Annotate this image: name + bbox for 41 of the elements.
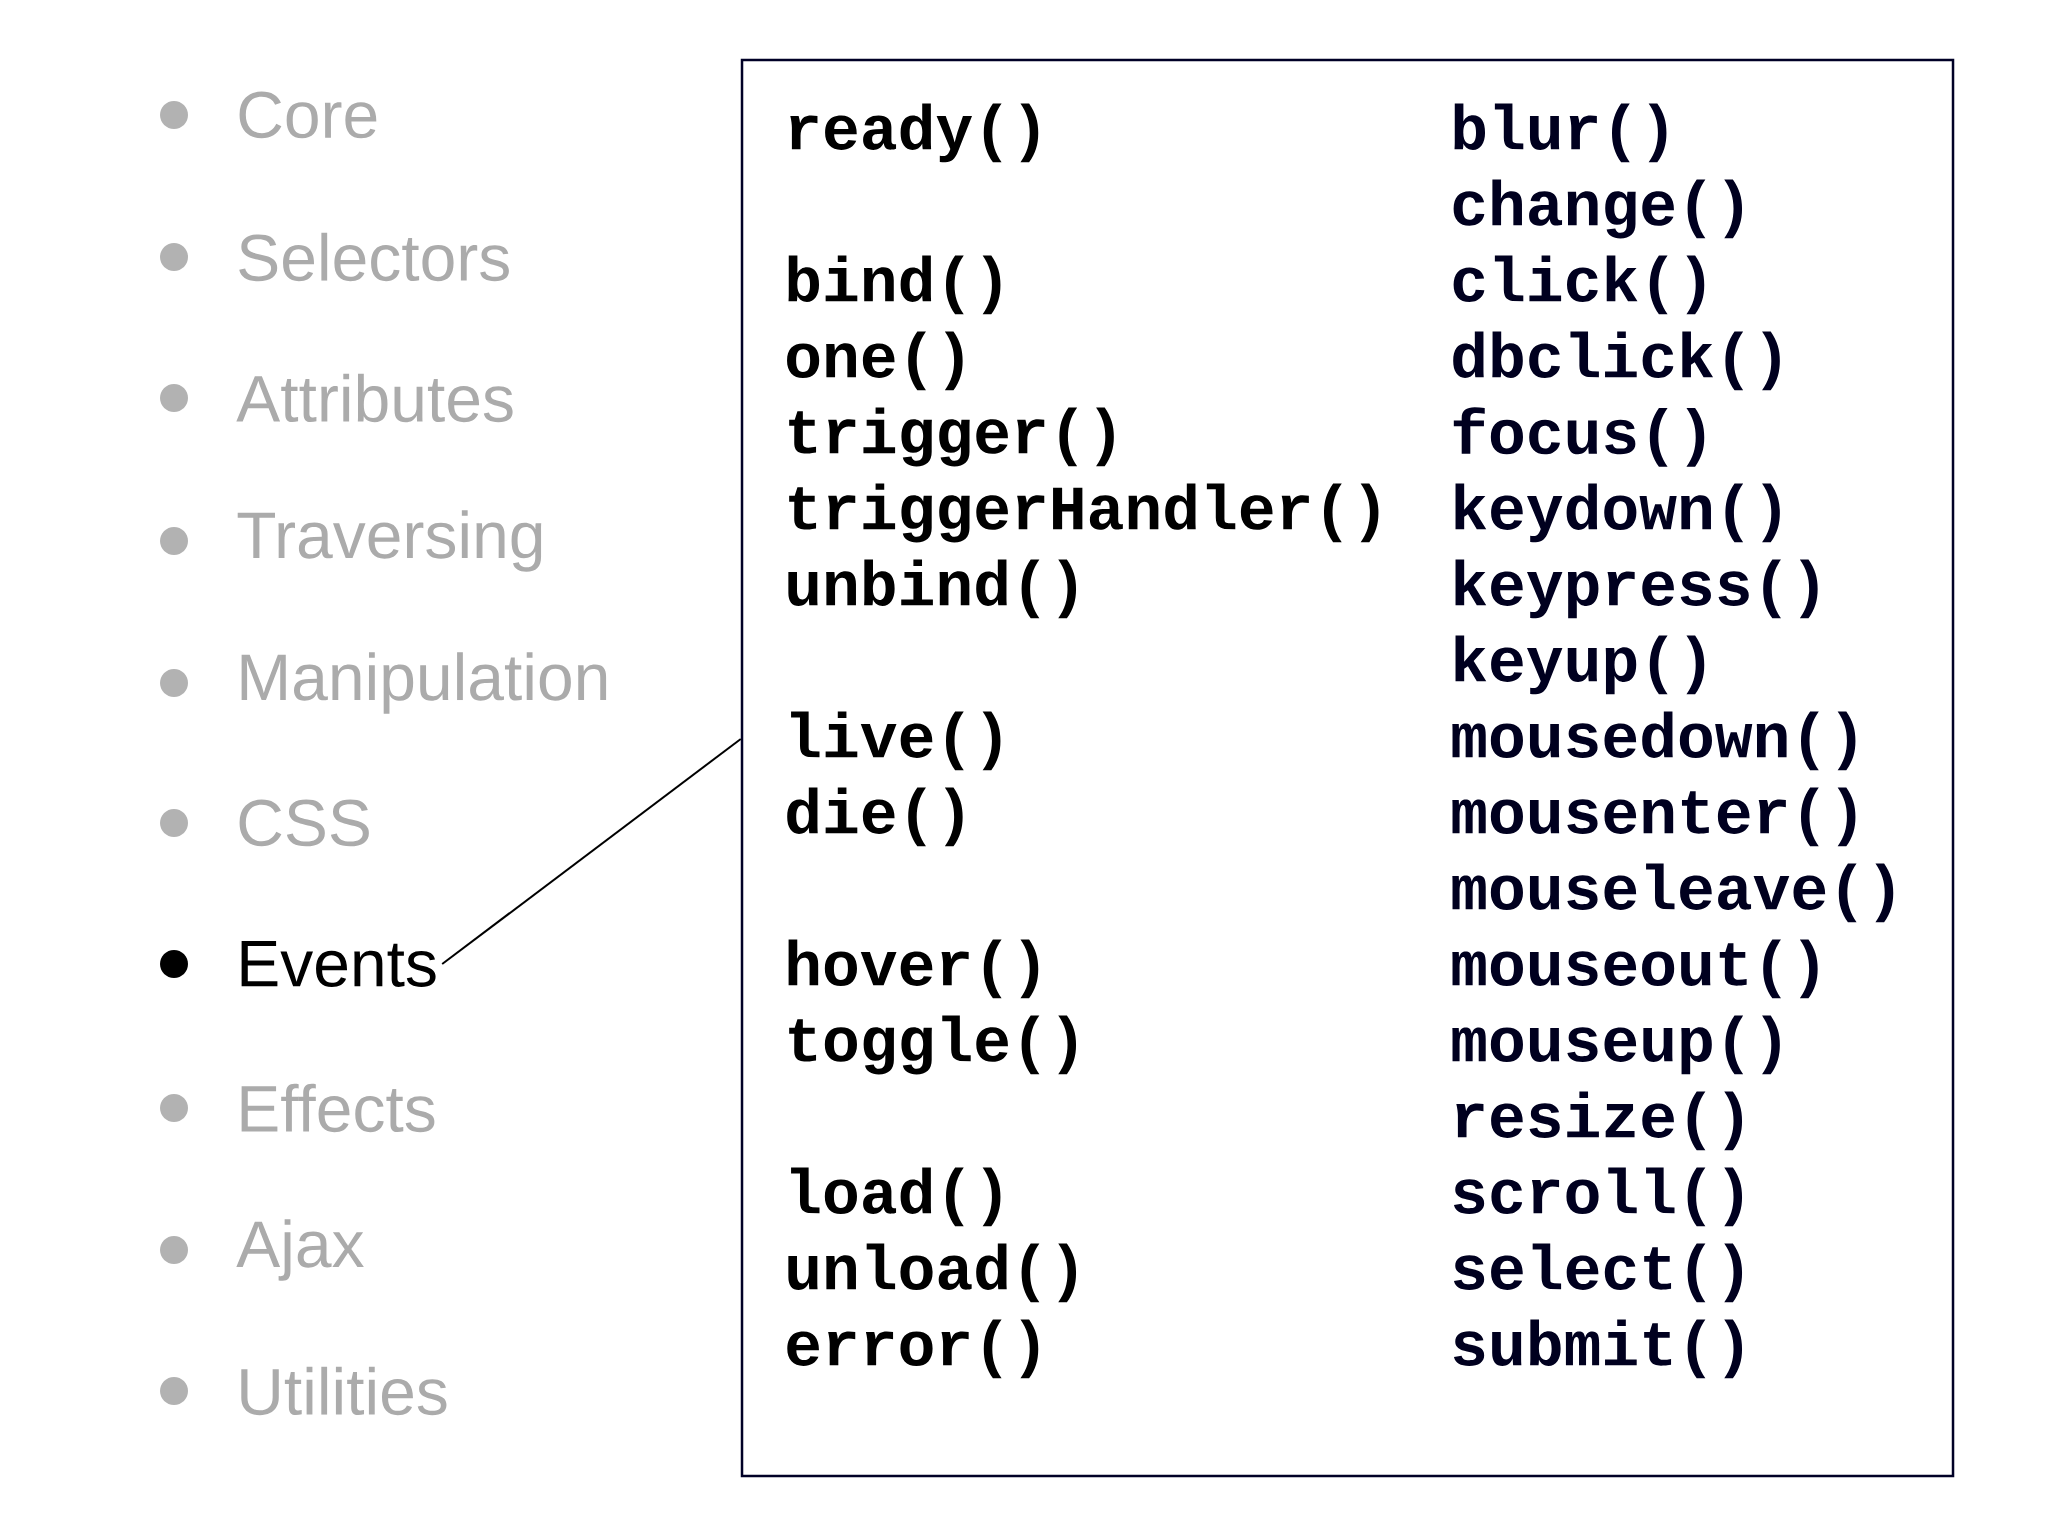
- method-name: click(): [1453, 255, 1705, 315]
- method-name: bind(): [788, 255, 1001, 315]
- leader-line: [441, 738, 742, 965]
- method-name: live(): [791, 711, 1001, 771]
- method-name: mouseout(): [1452, 939, 1818, 999]
- list-item: Ajax: [236, 1219, 364, 1281]
- list-item: Effects: [241, 1083, 435, 1133]
- method-name: trigger(): [789, 407, 1114, 467]
- list-item: Core: [239, 91, 377, 139]
- method-name: change(): [1453, 179, 1743, 239]
- list-item: Manipulation: [241, 652, 607, 714]
- method-name: toggle(): [789, 1015, 1077, 1075]
- method-name: dbclick(): [1453, 331, 1780, 391]
- method-name: keyup(): [1455, 635, 1705, 695]
- method-name: one(): [787, 331, 963, 391]
- list-item: Traversing: [237, 510, 542, 572]
- method-name: mousenter(): [1452, 787, 1856, 847]
- method-name: mouseleave(): [1452, 863, 1894, 923]
- method-name: unbind(): [788, 559, 1077, 619]
- method-name: ready(): [790, 103, 1039, 163]
- method-name: load(): [791, 1167, 1001, 1227]
- method-name: submit(): [1453, 1319, 1743, 1379]
- method-name: unload(): [788, 1243, 1077, 1303]
- list-item: Selectors: [239, 232, 509, 282]
- method-name: triggerHandler(): [789, 483, 1379, 543]
- method-name: blur(): [1454, 103, 1667, 163]
- list-item: Attributes: [236, 373, 513, 423]
- method-name: focus(): [1453, 407, 1705, 467]
- list-item: Utilities: [241, 1366, 447, 1416]
- method-name: resize(): [1456, 1091, 1743, 1151]
- method-name: error(): [787, 1319, 1039, 1379]
- method-name: mousedown(): [1452, 711, 1856, 771]
- list-item: Events: [241, 940, 436, 987]
- method-name: scroll(): [1453, 1167, 1743, 1227]
- method-name: select(): [1453, 1243, 1743, 1303]
- method-name: hover(): [788, 939, 1039, 999]
- method-name: keydown(): [1455, 483, 1780, 543]
- method-name: keypress(): [1455, 559, 1818, 619]
- method-name: die(): [787, 787, 963, 847]
- method-name: mouseup(): [1452, 1015, 1780, 1075]
- list-item: CSS: [239, 799, 369, 847]
